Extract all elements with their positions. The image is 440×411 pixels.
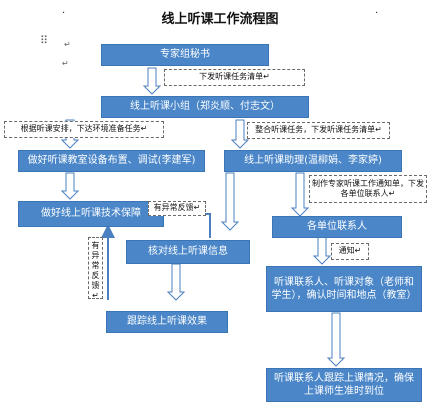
node-confirm-time-place: 听课联系人、听课对象（老师和学生），确认时间和地点（教室） — [266, 266, 422, 312]
note-issue-task-list: 下发听课任务清单↵ — [164, 69, 305, 86]
node-track-effect: 跟踪线上听课效果 — [106, 311, 228, 333]
note-abnormal-feedback-vertical: 有异常反馈↵ — [88, 237, 103, 300]
node-expert-secretary: 专家组秘书 — [101, 44, 269, 66]
down-arrow — [326, 312, 346, 367]
down-arrow — [142, 67, 162, 95]
node-tech-support: 做好线上听课技术保障 — [18, 201, 164, 227]
node-listening-team: 线上听课小组（郑炎顺、付志文） — [101, 96, 309, 118]
note-inform: 通知↵ — [331, 243, 369, 260]
note-abnormal-feedback-horizontal: 有异常反馈↵ — [148, 201, 206, 216]
node-assistant: 线上听课助理(温柳娟、李家婷) — [224, 150, 402, 172]
note-integrate-tasks: 整合听课任务，下发听课任务清单↵ — [247, 122, 390, 139]
corner-dot-right: · — [375, 8, 379, 19]
down-arrow — [230, 119, 250, 149]
page-title: 线上听课工作流程图 — [161, 12, 279, 27]
down-arrow — [290, 172, 310, 217]
move-handle-icon[interactable]: ⠿ — [40, 34, 49, 47]
paragraph-mark-icon: ↵ — [62, 59, 69, 68]
paragraph-mark-icon: ↵ — [64, 40, 71, 49]
down-arrow — [312, 236, 332, 265]
note-environment-task: 根据听课安排，下达环境准备任务↵ — [4, 121, 164, 138]
node-unit-contacts: 各单位联系人 — [272, 216, 402, 238]
corner-dot-left: · — [62, 8, 66, 19]
node-verify-info: 核对线上听课信息 — [126, 240, 250, 264]
down-arrow — [60, 172, 80, 200]
node-equipment-setup: 做好听课教室设备布置、调试(李建军) — [18, 150, 205, 172]
down-arrow — [166, 263, 186, 301]
node-follow-up: 听课联系人跟踪上课情况，确保上课师生准时到位 — [266, 368, 422, 402]
down-arrow — [220, 172, 240, 231]
note-make-notice: 制作专家听课工作通知单，下发各单位联系人↵ — [309, 175, 427, 203]
